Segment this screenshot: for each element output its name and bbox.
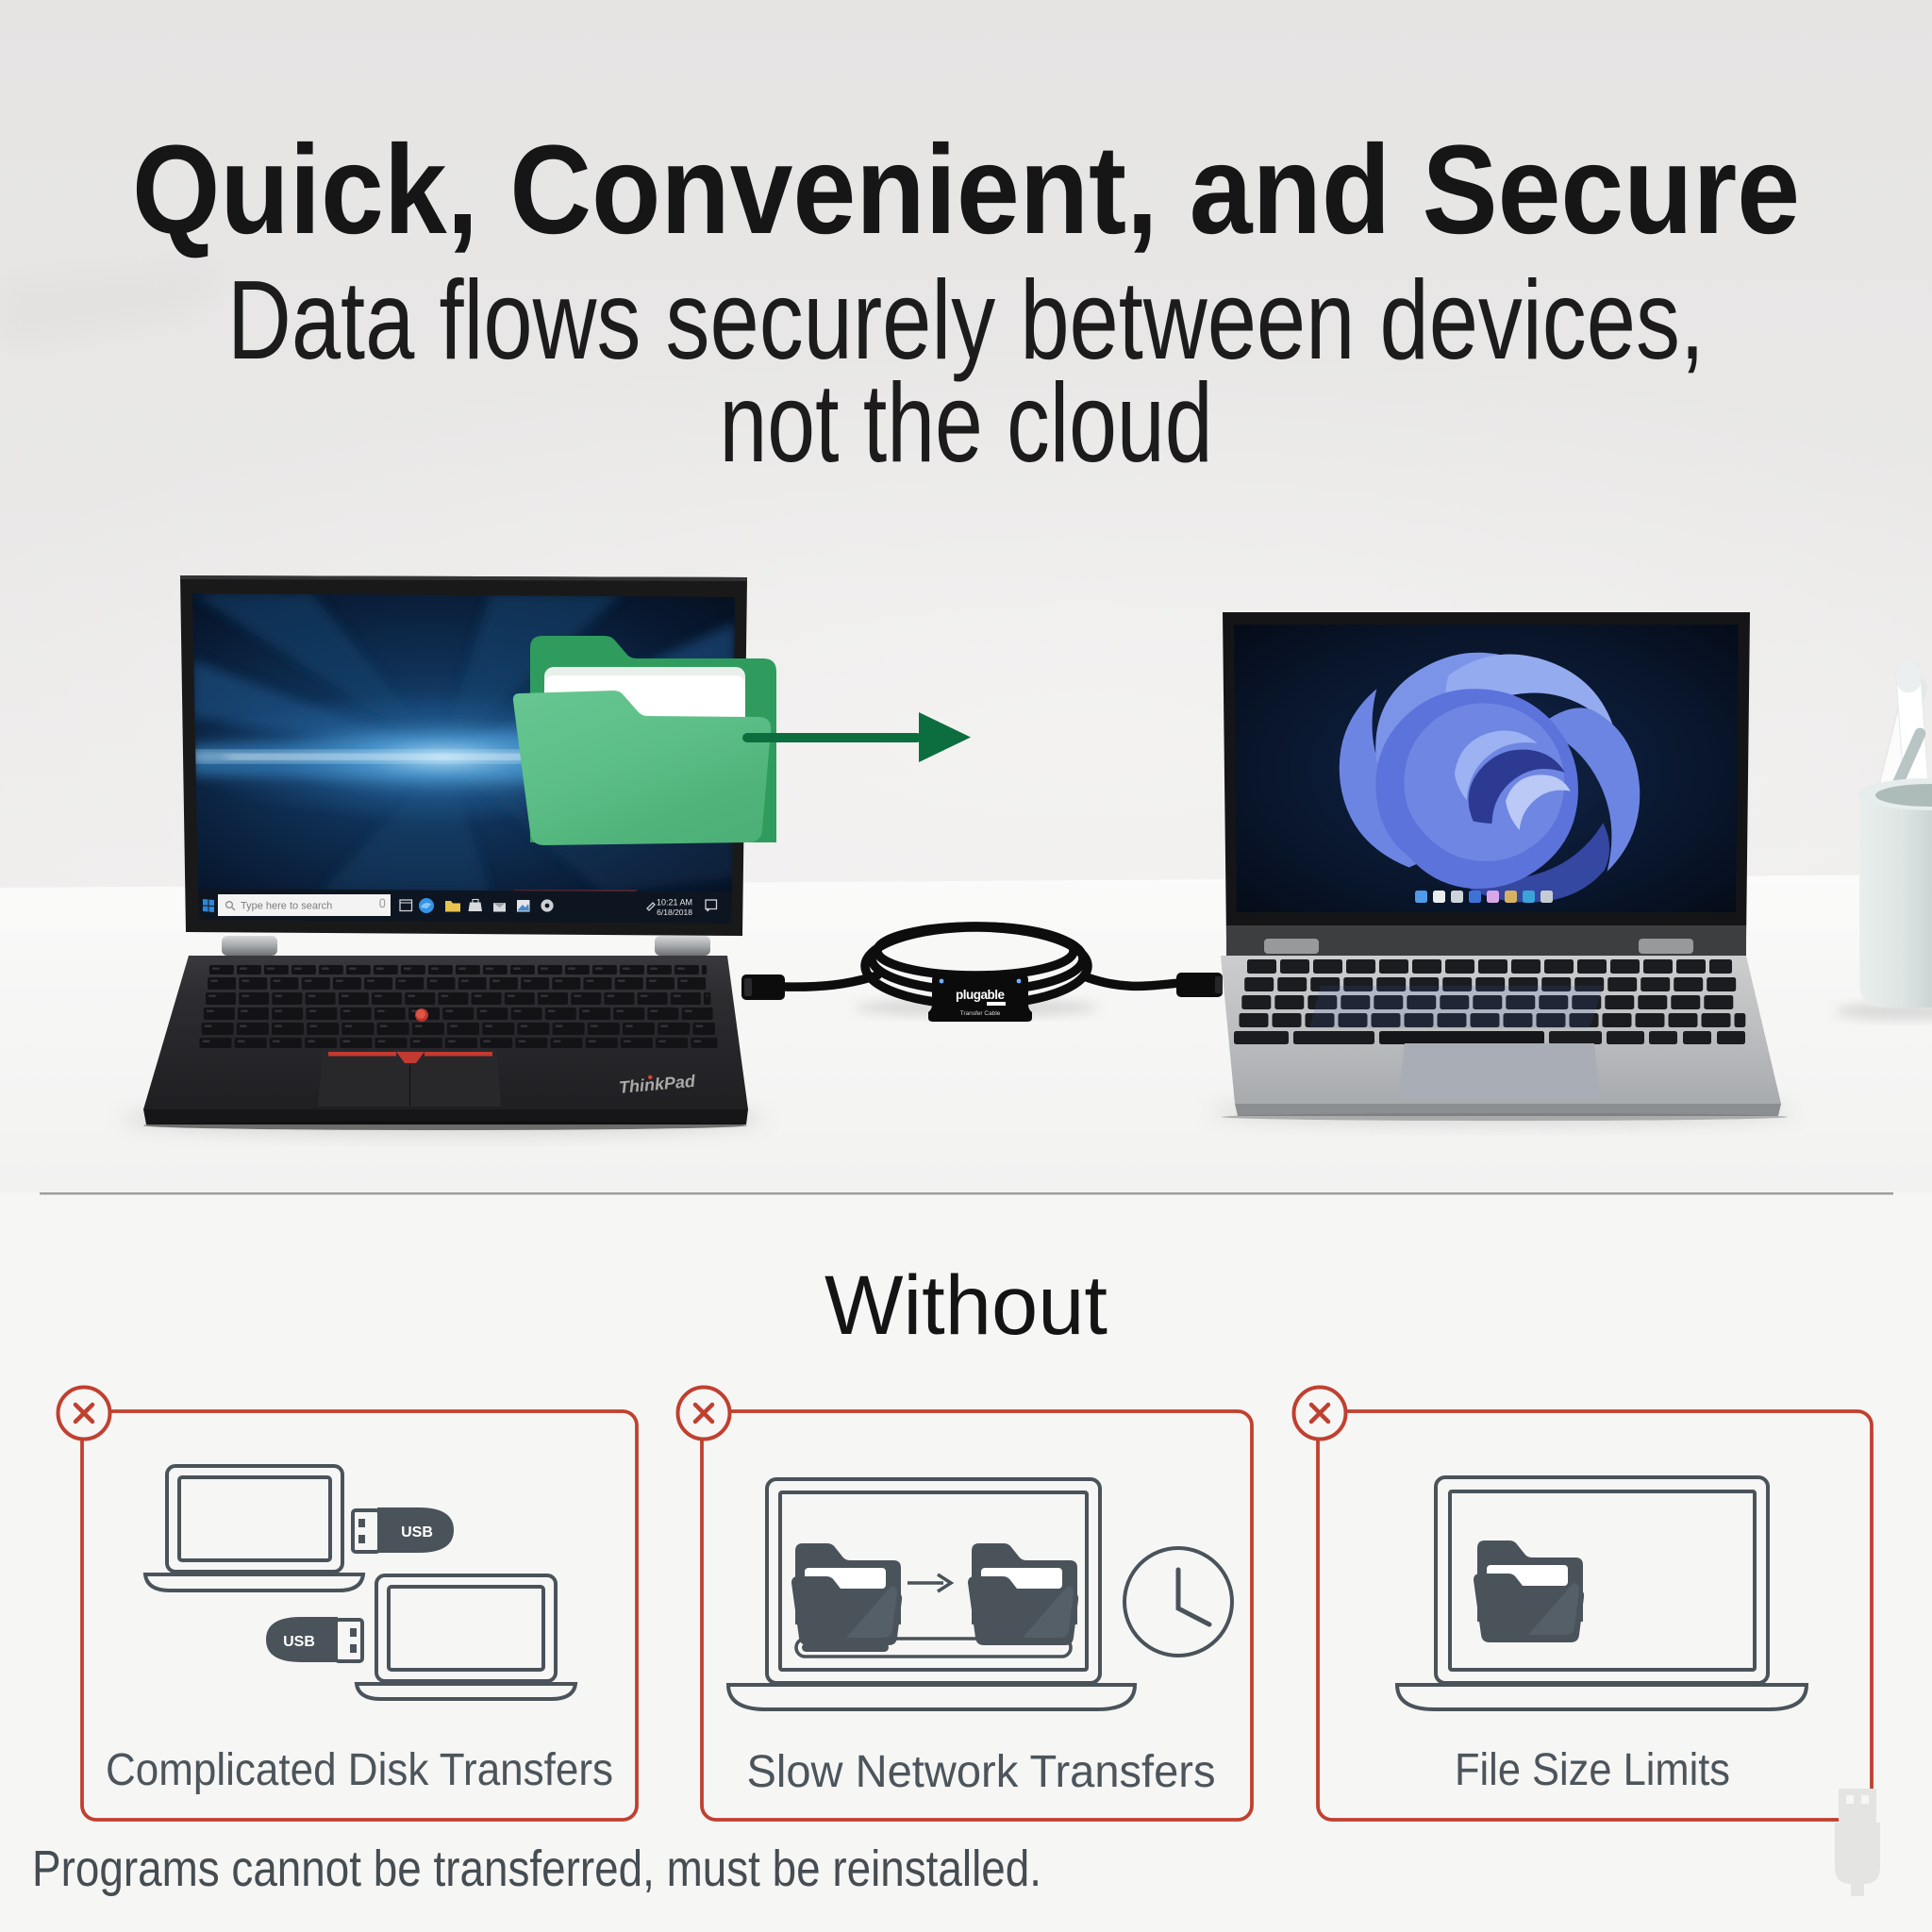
svg-text:USB: USB bbox=[283, 1634, 315, 1650]
svg-text:Complicated Disk Transfers: Complicated Disk Transfers bbox=[106, 1745, 613, 1795]
svg-text:USB: USB bbox=[401, 1524, 433, 1541]
svg-text:not the cloud: not the cloud bbox=[720, 360, 1213, 486]
svg-text:6/18/2018: 6/18/2018 bbox=[657, 908, 692, 917]
svg-text:Data flows securely between de: Data flows securely between devices, bbox=[227, 258, 1705, 383]
svg-text:Transfer Cable: Transfer Cable bbox=[960, 1010, 1001, 1017]
svg-text:Slow Network Transfers: Slow Network Transfers bbox=[747, 1747, 1216, 1797]
svg-text:plugable: plugable bbox=[956, 988, 1005, 1002]
svg-text:File Size Limits: File Size Limits bbox=[1455, 1745, 1730, 1795]
svg-text:Type here to search: Type here to search bbox=[241, 901, 332, 912]
svg-text:10:21 AM: 10:21 AM bbox=[657, 898, 692, 908]
svg-text:Without: Without bbox=[824, 1257, 1108, 1352]
svg-text:Quick, Convenient, and Secure: Quick, Convenient, and Secure bbox=[132, 120, 1800, 260]
svg-text:Programs cannot be transferred: Programs cannot be transferred, must be … bbox=[32, 1840, 1041, 1897]
